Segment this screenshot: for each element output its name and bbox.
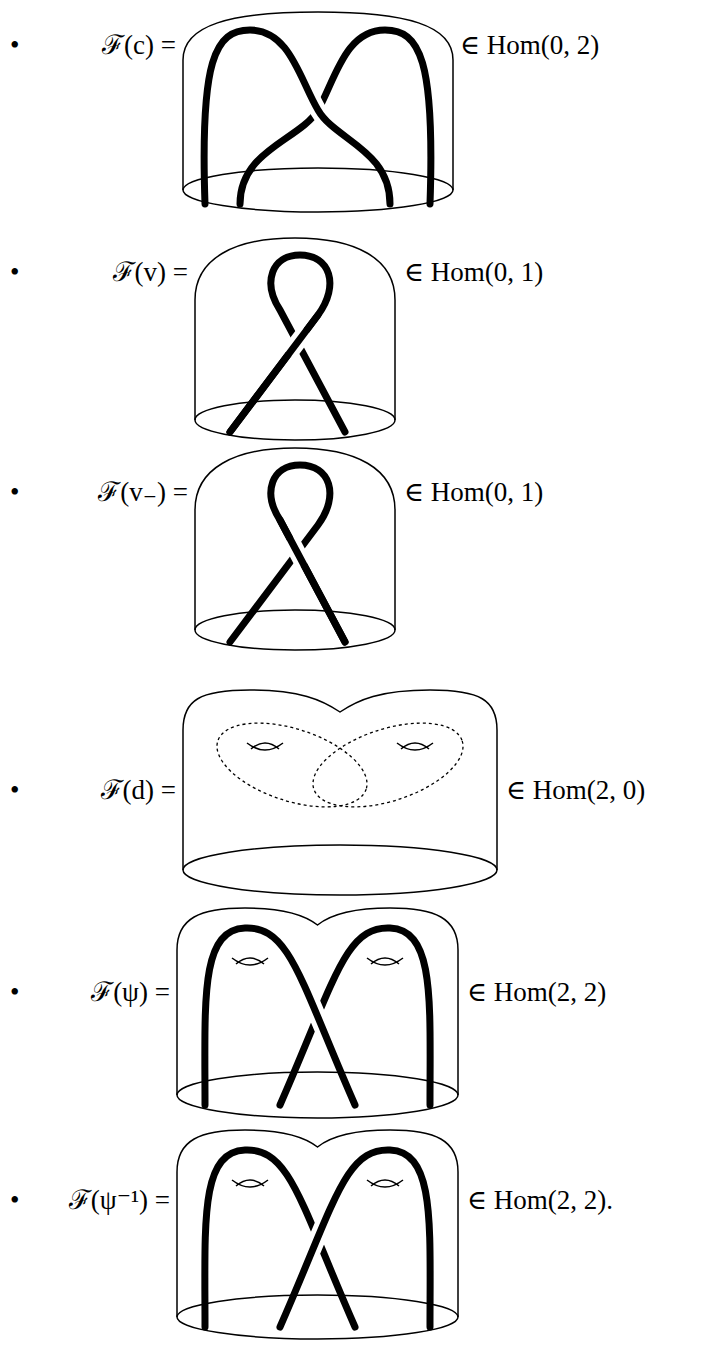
bullet-mark: • xyxy=(10,255,19,289)
base-disk xyxy=(177,1072,458,1118)
base-disk xyxy=(195,400,395,440)
hom-set-label: ∈ Hom(2, 2). xyxy=(467,1183,613,1217)
crossing-gap xyxy=(230,315,318,432)
handle-hole xyxy=(247,743,283,750)
tangle-strand xyxy=(280,1150,430,1327)
bullet-mark: • xyxy=(10,773,19,807)
handlebody-v xyxy=(195,238,395,440)
bullet-mark: • xyxy=(10,28,19,62)
formula-label: ℱ(ψ⁻¹) = xyxy=(69,1183,170,1217)
tangle-strand xyxy=(230,465,345,642)
tangle-strand xyxy=(280,928,430,1105)
handle-hole xyxy=(232,958,268,965)
hom-set-label: ∈ Hom(0, 2) xyxy=(460,28,599,62)
base-disk xyxy=(183,845,497,895)
tangle-strand xyxy=(280,520,345,642)
handlebody-psi xyxy=(177,908,458,1118)
hom-set-label: ∈ Hom(0, 1) xyxy=(404,475,543,509)
handlebody-outline xyxy=(183,690,497,870)
formula-label: ℱ(v) = xyxy=(113,255,188,289)
handle-hole xyxy=(232,1180,268,1187)
bullet-mark: • xyxy=(10,475,19,509)
handle-hole xyxy=(367,1180,403,1187)
base-disk xyxy=(177,1295,458,1339)
hom-set-label: ∈ Hom(2, 2) xyxy=(467,975,606,1009)
crossing-gap xyxy=(205,928,355,1105)
handlebody-v-minus xyxy=(195,448,395,650)
tangle-strand xyxy=(240,30,431,204)
dashed-loop xyxy=(207,707,378,824)
handlebody-psi-inverse xyxy=(177,1130,458,1339)
handle-hole xyxy=(397,743,433,750)
handlebody-d xyxy=(183,690,497,895)
base-disk xyxy=(195,610,395,650)
handle-hole xyxy=(367,958,403,965)
tangle-strand xyxy=(204,30,390,204)
dashed-loop xyxy=(303,707,474,824)
crossing-gap xyxy=(204,30,390,204)
hom-set-label: ∈ Hom(0, 1) xyxy=(404,255,543,289)
tangle-strand xyxy=(230,315,318,432)
formula-label: ℱ(d) = xyxy=(101,773,176,807)
crossing-gap xyxy=(280,1150,430,1327)
formula-label: ℱ(c) = xyxy=(102,28,176,62)
dome-outline xyxy=(195,238,395,420)
bullet-mark: • xyxy=(10,975,19,1009)
crossing-gap xyxy=(280,520,345,642)
tangle-strand xyxy=(205,928,355,1105)
handlebody-c xyxy=(183,12,453,212)
hom-set-label: ∈ Hom(2, 0) xyxy=(506,773,645,807)
tangle-strand xyxy=(205,1150,355,1327)
bullet-mark: • xyxy=(10,1183,19,1217)
formula-label: ℱ(ψ) = xyxy=(91,975,170,1009)
formula-label: ℱ(v₋) = xyxy=(98,475,188,509)
tangle-strand xyxy=(230,255,345,432)
base-disk xyxy=(183,168,453,212)
